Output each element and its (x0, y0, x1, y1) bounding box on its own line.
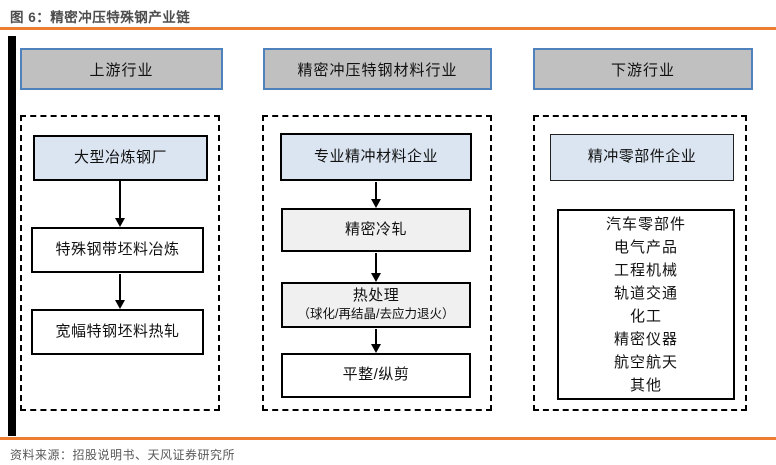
flow-box-fineblanking-material-company: 专业精冲材料企业 (280, 133, 472, 181)
downstream-dashed-container (533, 115, 747, 411)
heat-treatment-sublabel: （球化/再结晶/去应力退火） (297, 307, 455, 322)
flow-box-wide-billet-hot-rolling: 宽幅特钢坯料热轧 (31, 309, 204, 355)
arrow-down-icon (375, 329, 377, 344)
flow-box-precision-cold-rolling: 精密冷轧 (281, 208, 471, 252)
column-header-downstream: 下游行业 (533, 48, 753, 90)
flow-box-heat-treatment: 热处理 （球化/再结晶/去应力退火） (281, 282, 471, 328)
arrow-down-icon (375, 253, 377, 273)
list-item: 航空航天 (613, 353, 678, 371)
list-item: 化工 (629, 307, 662, 325)
figure-title: 图 6：精密冲压特殊钢产业链 (10, 10, 191, 25)
list-item: 轨道交通 (613, 284, 678, 302)
list-item: 精密仪器 (613, 330, 678, 348)
bottom-orange-rule (0, 437, 776, 440)
list-item: 汽车零部件 (605, 215, 686, 233)
flow-box-large-steel-mill: 大型冶炼钢厂 (33, 135, 208, 181)
flow-box-fineblanking-parts-company: 精冲零部件企业 (550, 134, 734, 181)
heat-treatment-label: 热处理 (352, 287, 400, 305)
flow-box-flattening-slitting: 平整/纵剪 (281, 353, 471, 398)
source-note: 资料来源：招股说明书、天风证券研究所 (10, 448, 236, 462)
arrow-down-icon (119, 274, 121, 300)
material-dashed-container (262, 115, 492, 411)
downstream-applications-list: 汽车零部件 电气产品 工程机械 轨道交通 化工 精密仪器 航空航天 其他 (557, 209, 735, 400)
list-item: 其他 (629, 376, 662, 394)
upstream-dashed-container (20, 115, 220, 411)
arrow-down-icon (119, 181, 121, 218)
list-item: 工程机械 (613, 261, 678, 279)
column-header-upstream: 上游行业 (20, 48, 223, 90)
arrow-down-icon (375, 182, 377, 199)
top-orange-rule (0, 27, 776, 30)
list-item: 电气产品 (613, 238, 678, 256)
column-header-material: 精密冲压特钢材料行业 (263, 48, 492, 90)
flow-box-special-steel-billet-smelting: 特殊钢带坯料冶炼 (31, 227, 204, 273)
left-black-bar (8, 36, 16, 436)
